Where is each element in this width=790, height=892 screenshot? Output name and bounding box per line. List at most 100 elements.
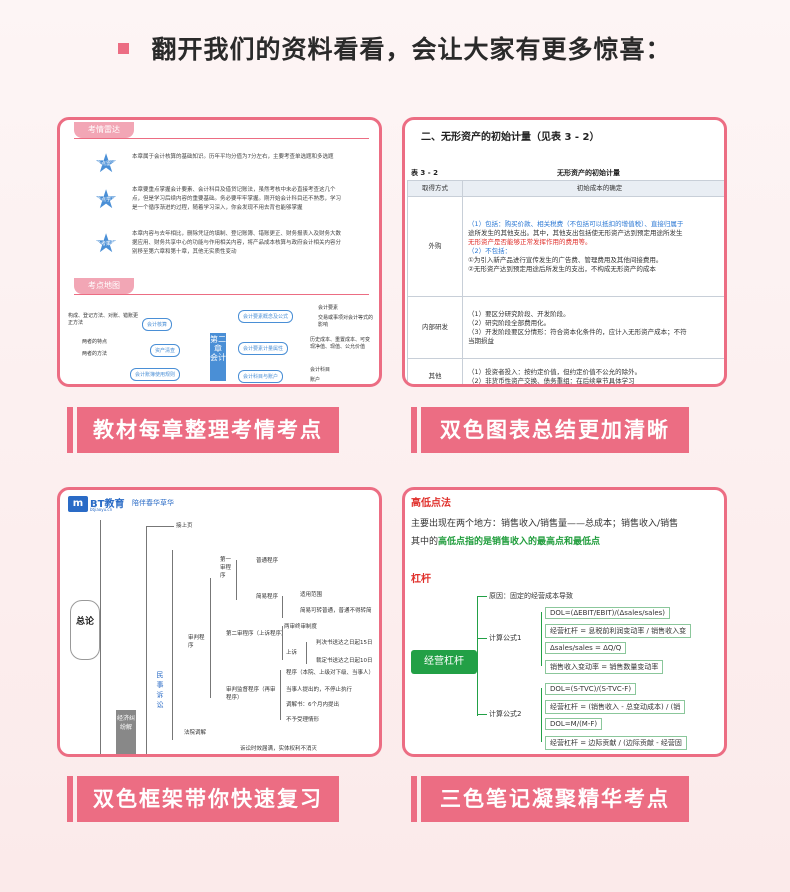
textbook-preview-card: 考情雷达 ★考点雷达 本章属于会计核算的基础知识。历年平均分值为7分左右，主要考… [57, 117, 382, 387]
brand-url: btjiaoyu.cn [90, 507, 113, 512]
mindmap-node: 上诉 [286, 650, 298, 656]
branch-line [282, 626, 283, 660]
table-number: 表 3 - 2 [411, 169, 438, 177]
formula-node: DOL=(ΔEBIT/EBIT)/(Δsales/sales) [545, 607, 671, 619]
header-cell: 取得方式 [407, 180, 463, 197]
branch-line [541, 612, 542, 666]
branch-line [236, 560, 237, 600]
mindmap-node: 程序（本院、上级对下级、当事人） [286, 670, 375, 676]
branch-node: 民事诉讼 [156, 671, 164, 709]
brand-slogan: 陪伴春华草华 [132, 499, 174, 507]
formula-node: 销售收入变动率 = 销售数量变动率 [545, 660, 664, 674]
mindmap-node: 第一审程序 [220, 557, 232, 579]
mindmap-node: 接上页 [176, 523, 193, 529]
notes-preview-card: 高低点法 主要出现在两个地方：销售收入/销售量——总成本；销售收入/销售 其中的… [402, 487, 727, 757]
brand-logo-icon: m [68, 496, 88, 512]
star-icon: ★备考策略 [94, 229, 118, 259]
mindmap-node: 会计要素计量属性 [238, 342, 289, 355]
root-node: 总论 [70, 600, 100, 660]
mindmap-node: 裁定书送达之日起10日 [316, 658, 373, 664]
branch-line [477, 596, 478, 716]
mindmap-node: 审判程序 [188, 635, 205, 649]
table-header: 取得方式 初始成本的确定 [407, 180, 724, 197]
mindmap-node: 会计账簿使用规则 [130, 368, 181, 381]
mindmap-node: 判决书送达之日起15日 [316, 640, 373, 646]
branch-line [477, 638, 487, 639]
divider [74, 138, 369, 139]
formula-node: DOL=(S-TVC)/(S-TVC-F) [545, 683, 637, 695]
paragraph: 本章属于会计核算的基础知识。历年平均分值为7分左右，主要考查单选题和多选题 [132, 154, 334, 160]
section-tag: 考情雷达 [74, 122, 134, 138]
mindmap-node: 审判监督程序（再审程序） [226, 687, 276, 701]
mindmap-node: 诉讼时效届满，实体权利不消灭 [240, 746, 318, 752]
branch-line [146, 526, 174, 527]
note-title: 高低点法 [411, 498, 451, 509]
star-icon: ★考点学习 [94, 185, 118, 215]
branch-line [477, 714, 487, 715]
mindmap-leaf: 会计科目 [310, 367, 331, 373]
header-cell: 初始成本的确定 [462, 180, 724, 197]
mindmap-leaf: 账户 [310, 377, 321, 383]
formula-node: 经营杠杆 = 息税前利润变动率 / 销售收入变 [545, 624, 692, 638]
paragraph: 本章要重点掌握会计要素、会计科目及借贷记账法，虽然考核中未必直接考查这几个点，但… [132, 187, 342, 211]
mindmap-node: 简易可转普通，普通不得转简 [300, 608, 372, 614]
note-title: 杠杆 [411, 574, 431, 585]
calc-node: 计算公式2 [489, 710, 522, 718]
note-line: 主要出现在两个地方：销售收入/销售量——总成本；销售收入/销售 [411, 519, 679, 529]
branch-line [146, 526, 147, 754]
caption-notes: 三色笔记凝聚精华考点 [411, 776, 689, 822]
mindmap-leaf: 历史成本、重置成本、可变现净值、现值、公允价值 [310, 337, 371, 350]
bullet-square-icon [118, 42, 130, 54]
mindmap-node: 调解书：6个月内提出 [286, 702, 339, 708]
divider [74, 294, 369, 295]
section-tag: 考点地图 [74, 278, 134, 294]
caption-textbook: 教材每章整理考情考点 [67, 407, 339, 453]
brand-name: BT教育 [90, 499, 125, 510]
mindmap-node: 不予受理情形 [286, 717, 320, 723]
mindmap-node: 会计要素概念及公式 [238, 310, 294, 323]
note-line: 其中的高低点指的是销售收入的最高点和最低点 [411, 537, 601, 547]
mindmap-node: 两审终审制度 [284, 624, 318, 630]
formula-node: 经营杠杆 = 边际贡献 / (边际贡献 - 经营固 [545, 736, 687, 750]
table-cell: 其他 [407, 358, 463, 384]
principle-node: 原因：固定的经营成本导致 [489, 592, 573, 600]
branch-line [100, 520, 101, 754]
table-row: 内部研发 （1）要区分研究阶段、开发阶段。 （2）研究阶段全部费用化。 （3）开… [407, 296, 724, 359]
mindmap-node: 法院调解 [184, 730, 207, 736]
mindmap-leaf: 构成、登记方法、对账、错账更正方法 [68, 313, 139, 326]
formula-node: 经营杠杆 = (销售收入 - 总变动成本) / (销 [545, 700, 686, 714]
caption-framework: 双色框架带你快速复习 [67, 776, 339, 822]
table-title: 无形资产的初始计量 [557, 169, 620, 177]
mindmap-leaf: 两者的方法 [82, 351, 108, 357]
mindmap-node: 当事人提出的，不停止执行 [286, 687, 353, 693]
formula-node: Δsales/sales = ΔQ/Q [545, 642, 627, 654]
branch-line [541, 688, 542, 742]
branch-line [210, 578, 211, 698]
table-cell: （1）包括：购买价款、相关税费（不包括可以抵扣的增值税）、直接归属于 途所发生的… [462, 196, 724, 297]
page-heading: 翻开我们的资料看看，会让大家有更多惊喜： [0, 30, 790, 66]
section-title: 二、无形资产的初始计量（见表 3 - 2） [421, 132, 600, 143]
mindmap-node: 资产清查 [150, 344, 181, 357]
calc-node: 计算公式1 [489, 634, 522, 642]
branch-line [306, 642, 307, 664]
branch-line [280, 670, 281, 720]
table-cell: （1）要区分研究阶段、开发阶段。 （2）研究阶段全部费用化。 （3）开发阶段要区… [462, 296, 724, 359]
mindmap-node: 会计科目与账户 [238, 370, 284, 383]
branch-line [172, 550, 173, 740]
mindmap-node: 普通程序 [256, 558, 279, 564]
formula-node: DOL=M/(M-F) [545, 718, 603, 730]
star-icon: ★考点雷达 [94, 149, 118, 179]
mindmap-node: 第二审程序（上诉程序） [226, 631, 287, 637]
paragraph: 本章内容与去年相比，删除凭证的填制、登记账簿、错账更正、财务报表入及财务大数据应… [132, 231, 342, 255]
framework-preview-card: m BT教育 btjiaoyu.cn 陪伴春华草华 总论 经济纠纷解 接上页 民… [57, 487, 382, 757]
chapter-badge: 第二章 会计 [210, 333, 226, 381]
caption-table: 双色图表总结更加清晰 [411, 407, 689, 453]
mindmap-node: 会计核算 [142, 318, 173, 331]
topic-node: 经营杠杆 [411, 650, 477, 674]
table-cell: 内部研发 [407, 296, 463, 359]
mindmap-leaf: 交易或事项对会计等式的影响 [318, 315, 374, 328]
table-preview-card: 二、无形资产的初始计量（见表 3 - 2） 表 3 - 2 无形资产的初始计量 … [402, 117, 727, 387]
mindmap-leaf: 会计要素 [318, 305, 339, 311]
mindmap-leaf: 两者的特点 [82, 339, 108, 345]
branch-line [477, 596, 487, 597]
